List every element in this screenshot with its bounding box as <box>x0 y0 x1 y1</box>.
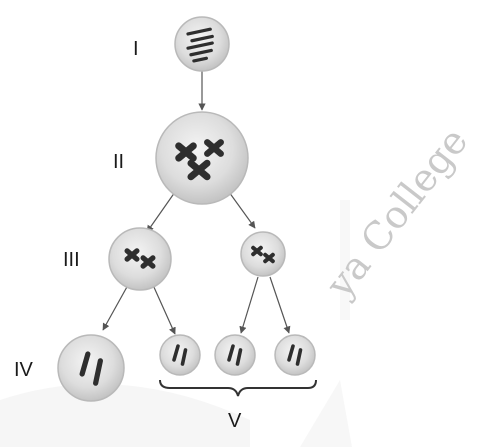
background-swoosh <box>0 200 352 447</box>
label-stage-iv: IV <box>14 359 34 381</box>
chromosomes-stage-ii <box>175 139 224 181</box>
chromosomes-stage-iii-right <box>251 245 275 264</box>
arrow-ii-to-iii-right <box>228 191 256 229</box>
arrow-iii-small-to-v-2 <box>239 276 259 334</box>
cell-stage-iv <box>57 334 125 402</box>
arrow-ii-to-iii-left <box>146 191 176 233</box>
chromosomes-stage-iv <box>79 351 103 386</box>
label-stage-i: I <box>133 38 139 60</box>
chromosomes-stage-iii-left <box>124 248 156 269</box>
label-stage-ii: II <box>113 151 124 173</box>
cell-stage-v-3 <box>274 334 316 376</box>
cell-stage-iii-left <box>108 227 172 291</box>
cell-stage-i <box>174 16 230 72</box>
cell-stage-v-1 <box>159 334 201 376</box>
cell-stage-v-2 <box>214 334 256 376</box>
connectors <box>102 70 291 335</box>
arrow-iii-to-v-1 <box>152 284 176 335</box>
cell-stage-iii-right <box>240 231 286 277</box>
chromosomes-stage-i <box>186 27 214 63</box>
stage-v-brace <box>159 379 317 397</box>
arrow-iii-to-iv <box>102 284 129 331</box>
label-stage-iii: III <box>63 249 80 271</box>
cell-stage-ii <box>155 111 249 205</box>
label-stage-v: V <box>228 410 242 432</box>
arrow-iii-small-to-v-3 <box>269 276 291 334</box>
